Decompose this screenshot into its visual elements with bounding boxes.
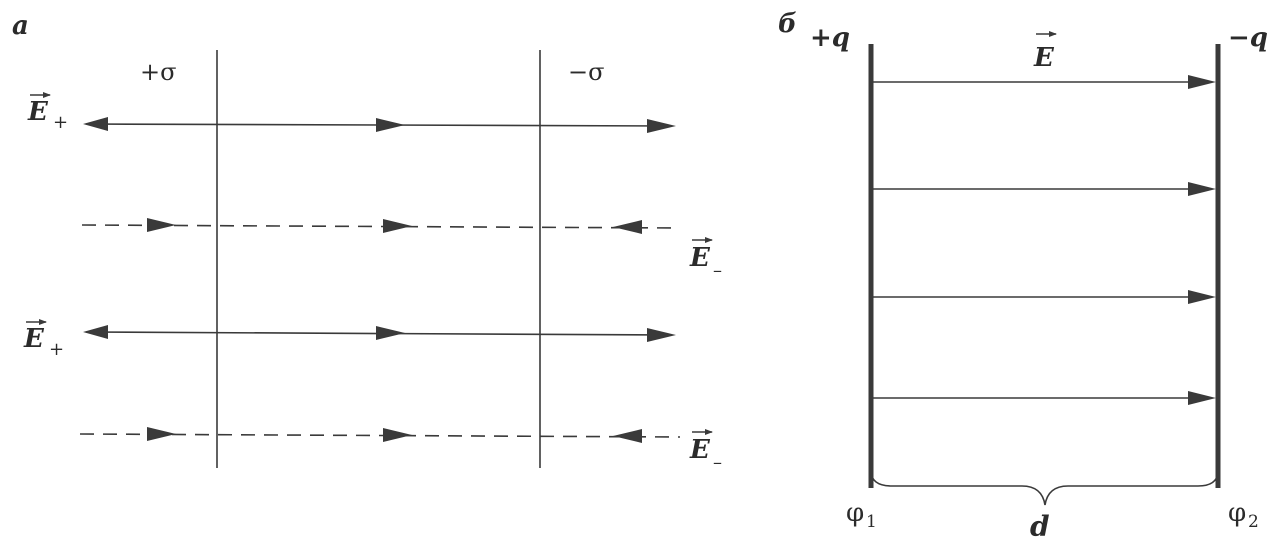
svg-text:1: 1: [866, 512, 877, 532]
svg-text:E: E: [23, 324, 45, 354]
arrowhead-left: [147, 427, 176, 441]
svg-text:2: 2: [1248, 512, 1259, 532]
potential-right-label: φ 2: [1228, 498, 1259, 532]
charge-negative-label: −q: [1228, 23, 1268, 53]
e-plus-field-line-1: [83, 117, 676, 133]
panel-b-letter: б: [778, 9, 797, 39]
svg-text:–: –: [713, 260, 722, 281]
uniform-field-line-3: [873, 290, 1216, 304]
arrowhead-right: [1188, 75, 1216, 89]
svg-text:E: E: [27, 97, 49, 127]
distance-brace: [870, 471, 1219, 506]
svg-text:+: +: [53, 112, 68, 133]
e-plus-label-1: E +: [27, 92, 68, 133]
arrowhead-mid: [376, 118, 405, 132]
e-minus-label-1: E –: [689, 237, 722, 281]
uniform-field-line-1: [873, 75, 1216, 89]
plate-negative-label: −σ: [568, 58, 605, 86]
panel-a-letter: а: [12, 11, 29, 41]
uniform-field-line-2: [873, 182, 1216, 196]
field-label: E: [1033, 31, 1057, 73]
panel-b: б +q −q E φ: [778, 9, 1268, 543]
panel-a: а +σ −σ: [12, 11, 722, 473]
e-plus-label-2: E +: [23, 319, 64, 360]
arrowhead-left: [83, 117, 108, 131]
svg-text:–: –: [713, 452, 722, 473]
arrowhead-mid: [376, 326, 405, 340]
e-minus-label-2: E –: [689, 429, 722, 473]
svg-text:E: E: [1033, 43, 1055, 73]
arrowhead-left: [147, 218, 176, 232]
e-plus-field-line-2: [83, 325, 676, 342]
svg-text:φ: φ: [1228, 498, 1246, 528]
svg-text:E: E: [689, 435, 711, 465]
arrowhead-mid: [383, 428, 412, 442]
distance-label: d: [1030, 510, 1050, 543]
arrowhead-right: [1188, 182, 1216, 196]
plate-positive-label: +σ: [140, 58, 177, 86]
svg-text:E: E: [689, 243, 711, 273]
arrowhead-right: [613, 429, 642, 443]
potential-left-label: φ 1: [846, 498, 877, 532]
arrowhead-right: [647, 119, 676, 133]
arrowhead-mid: [383, 219, 412, 233]
e-minus-field-line-1: [81, 218, 681, 234]
arrowhead-left: [83, 325, 108, 339]
arrowhead-right: [647, 328, 676, 342]
arrowhead-right: [613, 220, 642, 234]
svg-text:+: +: [49, 339, 64, 360]
charge-positive-label: +q: [810, 23, 850, 53]
svg-text:φ: φ: [846, 498, 864, 528]
uniform-field-line-4: [873, 391, 1216, 405]
arrowhead-right: [1188, 290, 1216, 304]
arrowhead-right: [1188, 391, 1216, 405]
e-minus-field-line-2: [79, 427, 681, 443]
